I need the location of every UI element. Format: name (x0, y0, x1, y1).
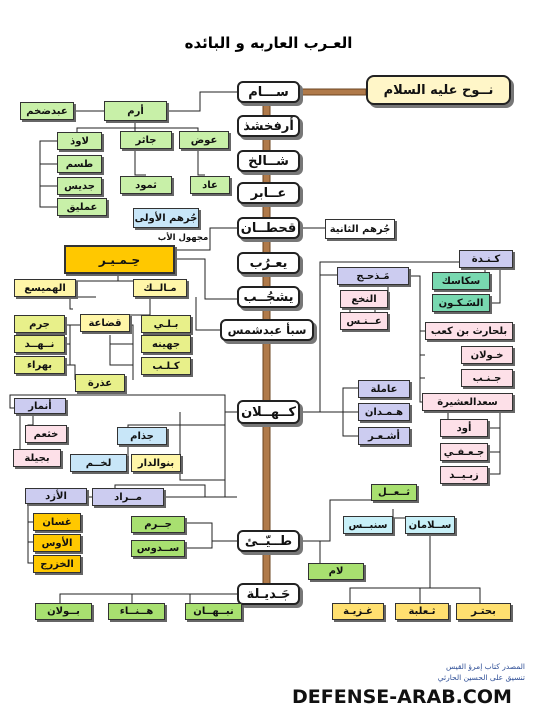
node-murad: مــراد (92, 488, 164, 506)
node-ghaziyya: غـزيـة (332, 603, 384, 620)
node-tasm: طسم (57, 155, 102, 173)
node-bajila: بجيلة (13, 449, 61, 467)
node-azd: الأزد (25, 488, 87, 504)
node-khawlan: خـولان (461, 346, 513, 364)
node-khazraj: الخزرج (33, 555, 81, 573)
node-yashjub: يشجُــب (237, 286, 300, 308)
node-bahra: بهراء (14, 356, 65, 374)
node-amila: عاملة (358, 380, 410, 398)
node-bawlan: بــولان (35, 603, 92, 620)
node-sam: ســـام (237, 81, 300, 103)
node-ghassan: غسان (33, 513, 81, 531)
brand-watermark: DEFENSE-ARAB.COM (292, 686, 512, 708)
node-awadh: عوض (179, 131, 229, 149)
node-himyar: حِـمـيـر (64, 245, 175, 274)
node-malik: مـالــك (133, 279, 187, 297)
node-noah: نــوح عليه السلام (366, 75, 511, 105)
node-kalb: كـلـب (141, 357, 191, 375)
node-jurhum-second: جُرهم الثانية (325, 219, 395, 239)
node-aram: أرم (104, 101, 167, 121)
node-sanbas: سنبــس (343, 516, 393, 534)
node-saba: سبأ عبدشمس (220, 319, 314, 341)
node-saad: سعدالعشيرة (422, 393, 513, 411)
node-tayy: طــيّــئ (237, 530, 300, 552)
node-kahlan: كــهــلان (237, 400, 300, 424)
node-khatham: خثعم (25, 425, 67, 443)
node-arfakhshad: أرفخشذ (237, 115, 300, 137)
node-jufi: جـعـفـي (440, 443, 488, 461)
node-awd: أود (440, 419, 488, 437)
node-jurm: جــرم (131, 516, 185, 533)
page-title: العـرب العاربه و البائده (184, 34, 353, 52)
source-line-2: تنسيق على الحسين الحارثي (437, 673, 525, 682)
node-udhra: عذرة (75, 374, 125, 392)
node-jathir: جاثر (120, 131, 172, 149)
node-sadus: ســدوس (131, 540, 185, 557)
node-ans: عــنـس (340, 312, 388, 330)
node-jadis: جديس (57, 177, 102, 195)
node-thual: ثــعــل (371, 484, 417, 501)
node-sakasik: سكاسك (432, 272, 490, 290)
source-line-1: المصدر كتاب إمرؤ القيس (446, 662, 525, 671)
node-nahd: نــهــد (14, 335, 65, 353)
node-madhhij: مَـذحـج (337, 267, 409, 285)
node-lam: لام (308, 563, 364, 580)
node-qahtan: قحطــان (237, 217, 300, 239)
node-abir: عــابر (237, 182, 300, 204)
node-salaman: ســلامان (405, 516, 455, 534)
node-sakun: السَـكـون (432, 294, 490, 312)
node-jadila: جَـديـلة (237, 583, 300, 605)
node-jurhum-first: جُرهم الأولى (133, 208, 199, 228)
node-hamdan: هـمـدان (358, 403, 410, 421)
node-thamud: ثمود (120, 176, 172, 194)
node-hina: هــنــاء (108, 603, 165, 620)
node-shalikh: شــالخ (237, 150, 300, 172)
node-lawz: لاوذ (57, 132, 102, 150)
node-janb: جـنـب (461, 369, 513, 387)
node-yarub: يعـرُب (237, 252, 300, 274)
node-anmar: أنمار (14, 398, 66, 414)
node-ad: عاد (190, 176, 230, 194)
node-abdadkham: عبدضخم (20, 102, 74, 120)
node-banu-dar: بنوالدار (131, 454, 181, 472)
node-nabhan: نبــهــان (185, 603, 242, 620)
node-hamaysa: الهميسع (14, 279, 76, 297)
node-jurhum-first-note: مجهول الأب (157, 233, 209, 243)
node-lakhm: لخــم (70, 454, 127, 472)
node-zubayd: زبـيــد (440, 466, 488, 484)
node-ashar: أشـعـر (358, 427, 410, 445)
node-jarm: جرم (14, 315, 65, 333)
node-thaalaba: ثـعلبة (395, 603, 449, 620)
node-qudaa: قضاعة (80, 314, 130, 332)
node-imliq: عمليق (57, 198, 107, 216)
node-aws: الأوس (33, 534, 81, 552)
node-bali: بـلـي (141, 315, 191, 333)
node-balharith: بلحارث بن كعب (425, 322, 513, 340)
node-judham: جذام (117, 427, 167, 445)
node-juhayna: جهينه (141, 335, 191, 353)
node-kinda: كـنـدة (459, 250, 513, 268)
node-nakha: النخع (340, 290, 388, 308)
node-buhtur: بحتـر (456, 603, 511, 620)
